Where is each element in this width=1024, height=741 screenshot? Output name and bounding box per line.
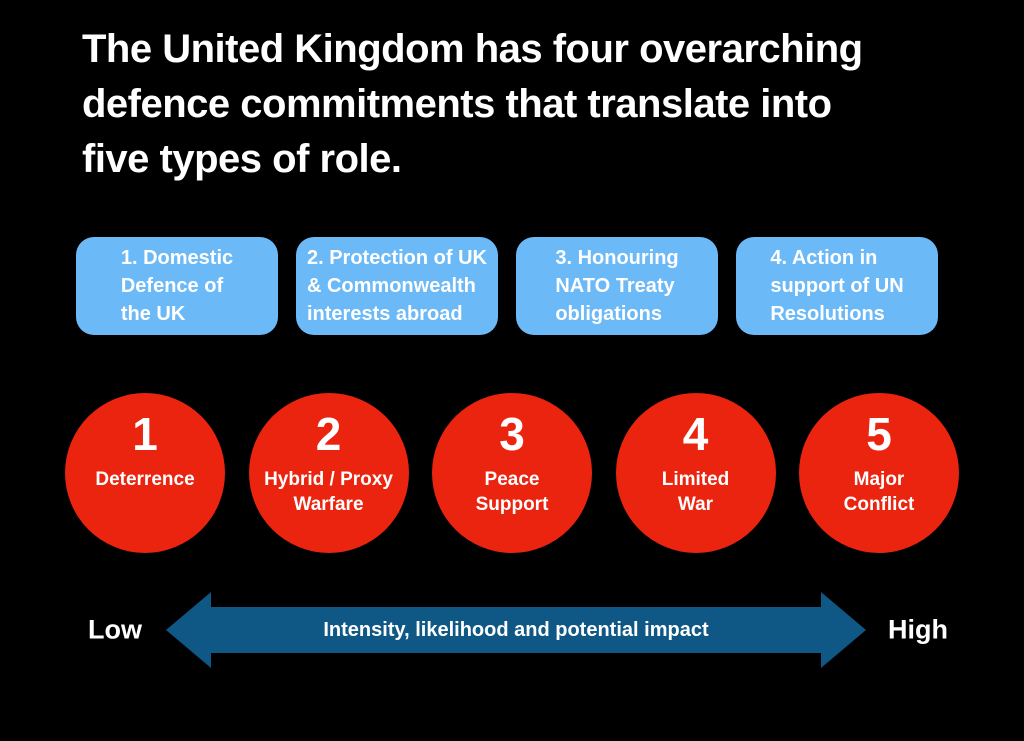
axis-arrow-label: Intensity, likelihood and potential impa…	[323, 618, 709, 641]
axis-low-label: Low	[88, 614, 142, 645]
commitments-row: 1. Domestic Defence of the UK 2. Protect…	[76, 237, 938, 335]
commitment-box-label: 2. Protection of UK & Commonwealth inter…	[306, 247, 487, 325]
intensity-axis: Low Intensity, likelihood and potential …	[0, 592, 1024, 668]
commitment-box-nato-treaty: 3. Honouring NATO Treaty obligations	[516, 237, 718, 335]
commitment-box-domestic-defence: 1. Domestic Defence of the UK	[76, 237, 278, 335]
roles-row: 1 Deterrence 2 Hybrid / Proxy Warfare 3 …	[65, 393, 959, 553]
commitment-box-un-resolutions: 4. Action in support of UN Resolutions	[736, 237, 938, 335]
commitment-box-uk-commonwealth-interests: 2. Protection of UK & Commonwealth inter…	[296, 237, 498, 335]
commitment-box-label: 4. Action in support of UN Resolutions	[770, 247, 904, 325]
axis-high-label: High	[888, 614, 948, 645]
role-circle-major-conflict: 5 Major Conflict	[799, 393, 959, 553]
role-circle-peace-support: 3 Peace Support	[432, 393, 592, 553]
role-number: 5	[866, 408, 892, 460]
role-number: 2	[315, 408, 342, 460]
role-label: Major Conflict	[843, 469, 915, 515]
slide-title: The United Kingdom has four overarching …	[82, 27, 863, 181]
role-circle-hybrid-proxy-warfare: 2 Hybrid / Proxy Warfare	[248, 393, 409, 553]
role-label: Deterrence	[95, 469, 195, 490]
role-label: Limited War	[661, 469, 730, 515]
role-label: Hybrid / Proxy Warfare	[264, 469, 393, 515]
role-label: Peace Support	[475, 469, 549, 515]
role-circle-limited-war: 4 Limited War	[615, 393, 776, 553]
double-headed-arrow-icon	[166, 592, 866, 668]
role-number: 1	[132, 408, 158, 460]
role-number: 3	[499, 408, 525, 460]
role-number: 4	[682, 408, 709, 460]
role-circle-deterrence: 1 Deterrence	[65, 393, 225, 553]
commitment-box-label: 3. Honouring NATO Treaty obligations	[555, 247, 679, 325]
commitment-box-label: 1. Domestic Defence of the UK	[120, 247, 234, 325]
